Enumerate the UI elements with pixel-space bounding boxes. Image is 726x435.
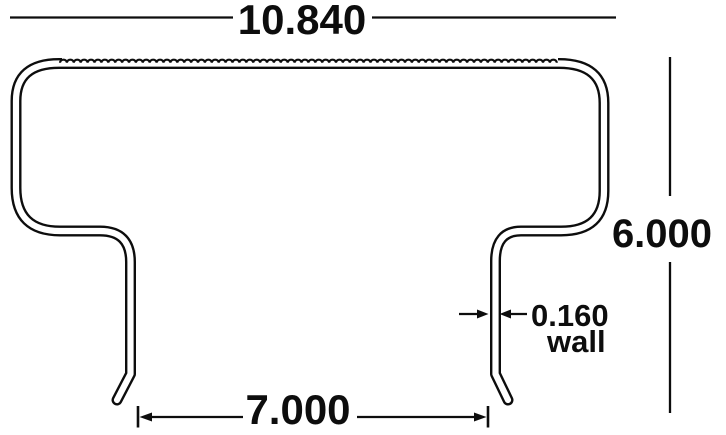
dim-overall-height: 6.000 <box>612 57 712 413</box>
profile-wall-inner-line <box>12 60 608 404</box>
arrow-left-icon <box>139 412 152 422</box>
dim-top-width: 10.840 <box>10 0 616 43</box>
arrow-right-icon <box>474 412 487 422</box>
dim-top-width-label: 10.840 <box>238 0 366 43</box>
dim-leg-span: 7.000 <box>136 386 490 433</box>
dim-wall-label: 0.160 <box>531 298 609 333</box>
dim-wall-word: wall <box>546 324 606 359</box>
arrow-right-icon <box>477 309 489 319</box>
serrated-top-edge <box>58 58 558 64</box>
dim-leg-span-label: 7.000 <box>245 386 350 433</box>
profile-cross-section <box>10 50 610 406</box>
dim-height-label: 6.000 <box>612 212 712 256</box>
arrow-left-icon <box>499 309 511 319</box>
dim-wall-thickness: 0.160 wall <box>459 298 609 359</box>
